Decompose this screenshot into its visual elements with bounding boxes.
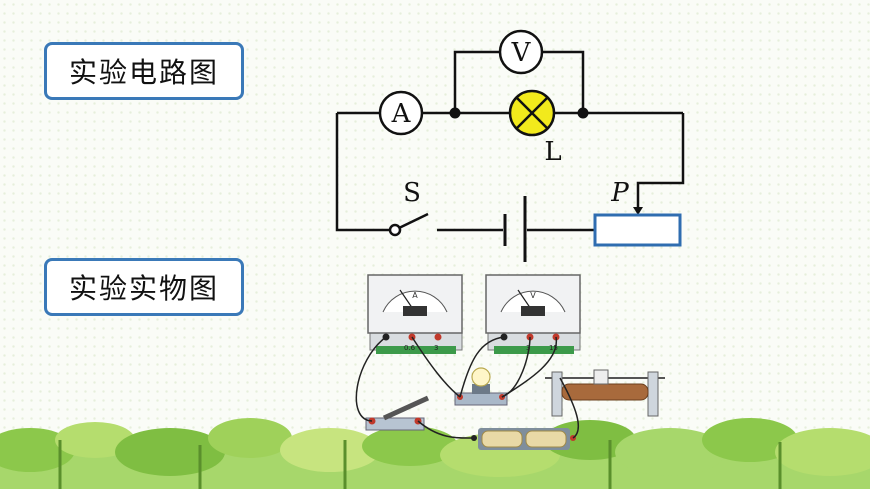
lamp-label: L [544,137,561,167]
circuit-wires [335,50,685,232]
voltmeter-face-label: V [530,291,536,300]
voltmeter-symbol [498,29,544,75]
physical-diagram-label: 实验实物图 [44,258,244,316]
voltmeter-label: V [511,38,532,68]
apparatus-wires [355,336,580,439]
junction-right [577,107,589,119]
junction-left [449,107,461,119]
switch-contact [388,223,402,237]
rheostat-device [545,369,665,417]
slider-arrow [633,207,643,215]
bulb-device [454,367,508,406]
ammeter-symbol [378,90,424,136]
voltmeter-device: V 3 15 [485,274,581,354]
ammeter-terminal-3: 3 [434,344,438,352]
ammeter-label: A [391,99,412,129]
rheostat-symbol [593,213,682,247]
circuit-diagram-label: 实验电路图 [44,42,244,100]
ammeter-device: A 0.6 3 [367,274,463,354]
ammeter-face-label: A [412,291,418,300]
battery-pack-device [471,428,576,450]
switch-label: S [403,178,421,208]
voltmeter-terminal-15: 15 [549,344,558,352]
tree-silhouettes [0,418,870,489]
voltmeter-terminal-3: 3 [526,344,530,352]
ammeter-terminal-06: 0.6 [404,344,416,352]
lamp-cross-b [516,97,548,129]
slider-label: P [610,178,629,208]
knife-switch-device [365,395,430,431]
